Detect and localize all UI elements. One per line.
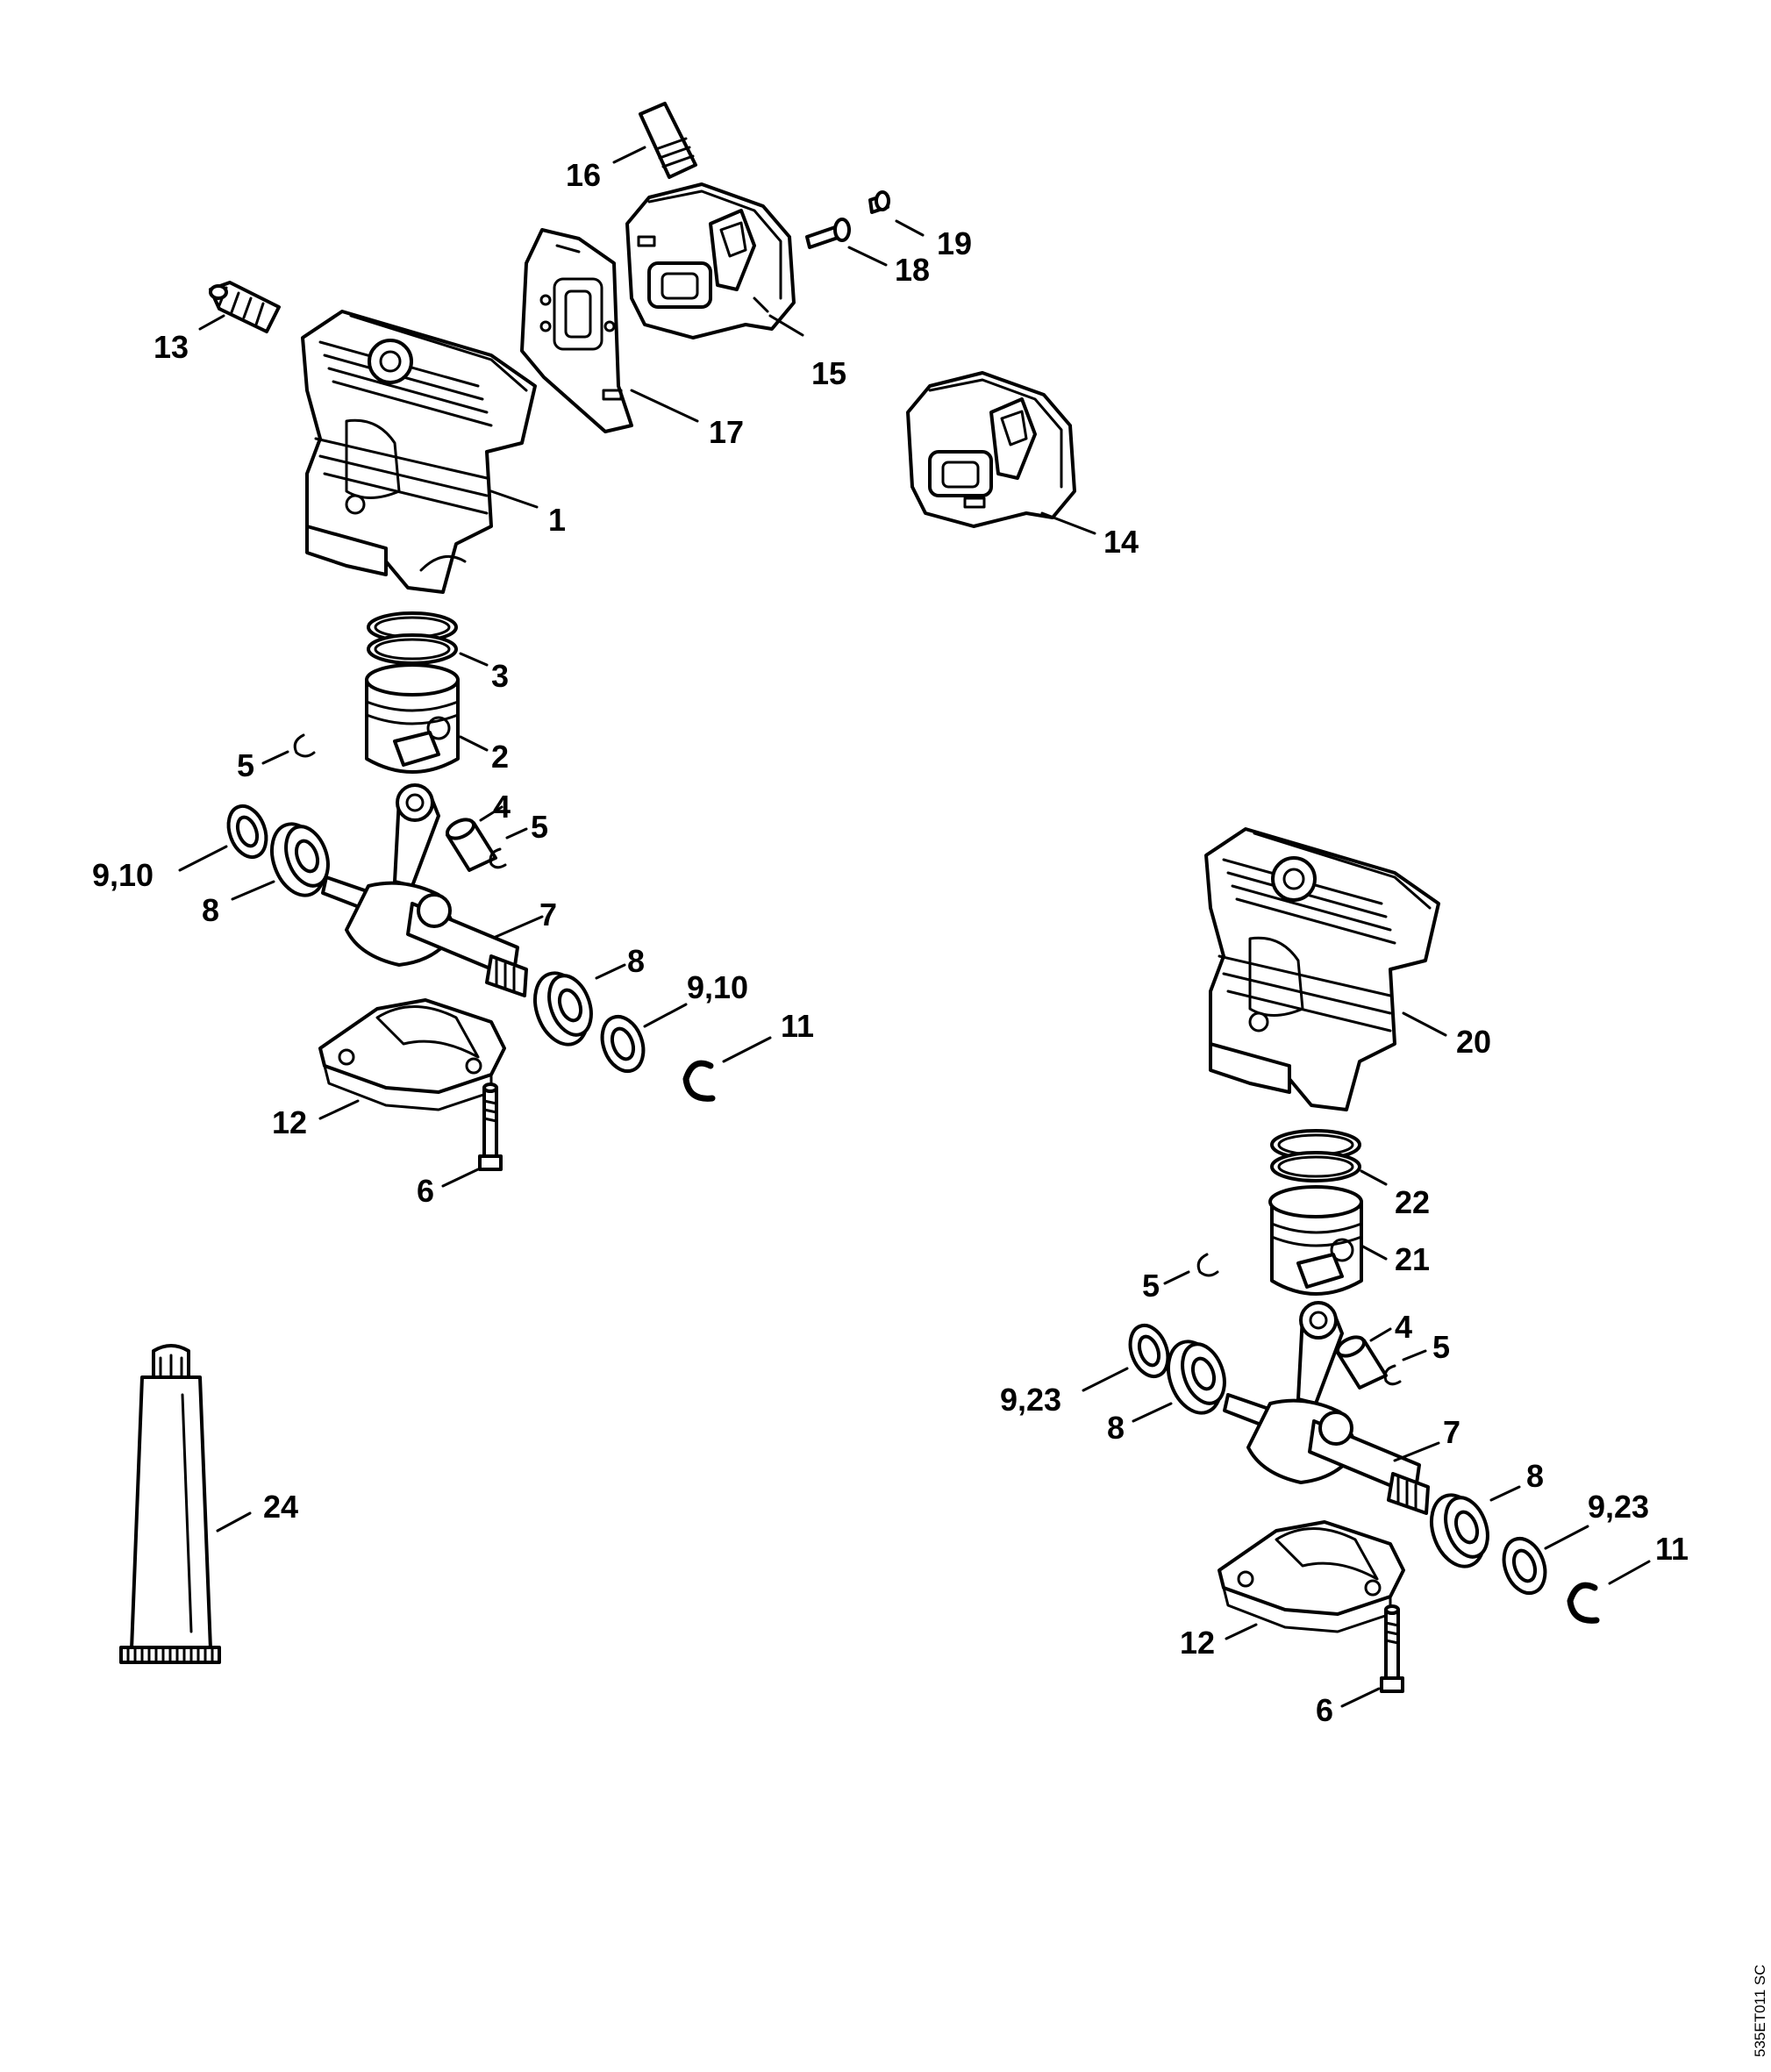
- callout-6: 6: [417, 1173, 434, 1209]
- callout-12: 12: [272, 1104, 307, 1140]
- callout-15: 15: [811, 355, 846, 391]
- part-24-tube: [119, 1344, 221, 1664]
- part-9-10-seal-right: [600, 1015, 646, 1073]
- callout-4: 4: [1395, 1309, 1412, 1345]
- callout-9-23: 9,23: [1000, 1382, 1061, 1418]
- part-2-piston: [365, 663, 460, 774]
- callout-9-10: 9,10: [92, 857, 154, 893]
- part-18-screw: [805, 218, 851, 249]
- drawing-code: 535ET011 SC: [1752, 1964, 1768, 2057]
- part-6-screw: [478, 1082, 503, 1171]
- callout-9-23: 9,23: [1588, 1489, 1649, 1525]
- part-9-10-seal: [226, 804, 268, 860]
- callout-12: 12: [1180, 1625, 1215, 1661]
- callout-5: 5: [1432, 1329, 1450, 1365]
- callout-19: 19: [937, 225, 972, 261]
- part-15-muffler: [625, 182, 796, 339]
- part-17-gasket-plate: [520, 228, 633, 433]
- part-11-circlip-right: [1567, 1582, 1600, 1624]
- callout-9-10: 9,10: [687, 969, 748, 1005]
- part-8-bearing-left-right: [1167, 1340, 1226, 1415]
- callout-11: 11: [781, 1008, 814, 1044]
- part-9-23-seal-right: [1502, 1537, 1547, 1595]
- callout-22: 22: [1395, 1184, 1430, 1220]
- callout-5: 5: [237, 747, 254, 783]
- callout-3: 3: [491, 658, 509, 694]
- part-9-23-seal: [1128, 1323, 1170, 1379]
- part-8-bearing-right: [533, 971, 593, 1047]
- callout-18: 18: [895, 252, 930, 288]
- callout-2: 2: [491, 739, 509, 775]
- part-7-crankshaft-right: [1223, 1301, 1430, 1515]
- part-5-clip-pin: [489, 847, 507, 869]
- callout-21: 21: [1395, 1241, 1430, 1277]
- part-4-piston-pin: [446, 818, 497, 872]
- part-3-piston-rings: [367, 611, 458, 665]
- part-11-circlip: [682, 1060, 716, 1102]
- part-8-bearing-right-right: [1430, 1493, 1489, 1568]
- callout-4: 4: [493, 789, 511, 825]
- callout-14: 14: [1103, 524, 1139, 560]
- part-12-crankcase-right: [1218, 1520, 1405, 1633]
- part-12-crankcase: [318, 998, 506, 1111]
- callout-13: 13: [154, 329, 189, 365]
- callout-16: 16: [566, 157, 601, 193]
- callout-7: 7: [539, 897, 557, 932]
- callout-1: 1: [548, 502, 566, 538]
- part-1-cylinder: [301, 310, 537, 594]
- callout-8: 8: [1526, 1458, 1544, 1494]
- part-14-muffler: [906, 371, 1076, 528]
- leader-lines: [178, 146, 1651, 1708]
- callout-11: 11: [1655, 1531, 1689, 1567]
- part-21-piston: [1268, 1185, 1363, 1296]
- part-13-spark-plug: [209, 281, 281, 333]
- callout-8: 8: [1107, 1410, 1125, 1446]
- part-5-clip-top: [293, 733, 316, 758]
- callout-17: 17: [709, 414, 744, 450]
- part-8-bearing-top: [270, 822, 330, 897]
- part-20-cylinder: [1204, 827, 1440, 1111]
- part-5-clip-top-right: [1196, 1253, 1219, 1277]
- part-16-strip: [639, 102, 697, 179]
- callout-labels: 16 19 18 13 15 17 1 14 3 2 5 4 5 9,10 8 …: [92, 157, 1689, 1728]
- part-7-crankshaft: [321, 783, 528, 997]
- callout-7: 7: [1443, 1414, 1460, 1450]
- callout-20: 20: [1456, 1024, 1491, 1060]
- part-4-piston-pin-right: [1336, 1335, 1388, 1390]
- part-6-screw-right: [1380, 1604, 1404, 1693]
- callout-24: 24: [263, 1489, 298, 1525]
- part-5-clip-pin-right: [1383, 1364, 1402, 1386]
- part-22-piston-rings: [1270, 1129, 1361, 1182]
- callout-8: 8: [202, 892, 219, 928]
- part-19-screw: [868, 190, 890, 214]
- callout-5: 5: [1142, 1268, 1160, 1304]
- callout-5: 5: [531, 809, 548, 845]
- callout-8: 8: [627, 943, 645, 979]
- callout-6: 6: [1316, 1692, 1333, 1728]
